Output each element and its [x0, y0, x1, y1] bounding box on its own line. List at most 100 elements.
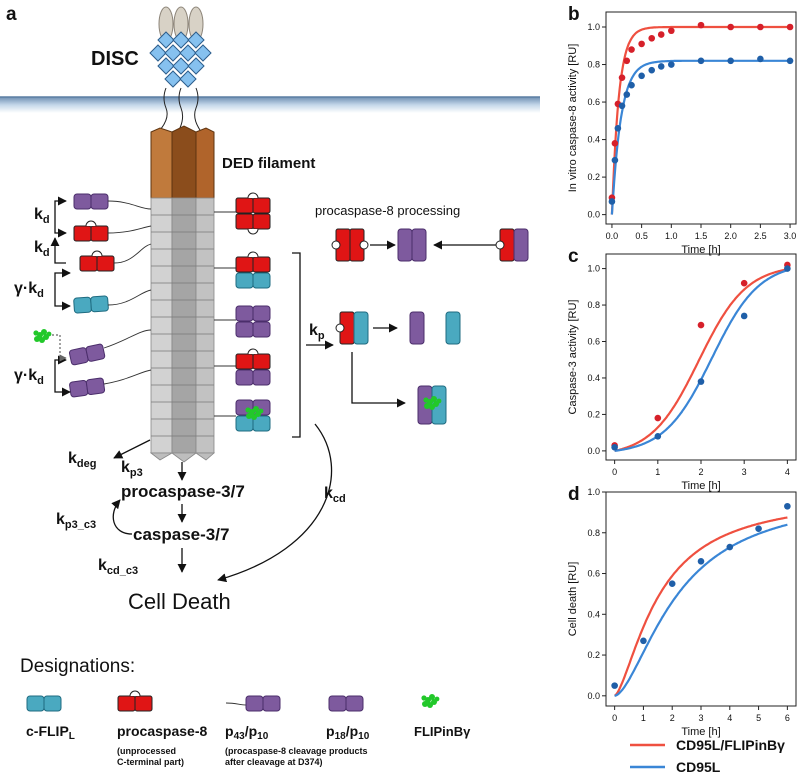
legend-red-label: CD95L/FLIPinBγ [676, 737, 785, 753]
x-tick-label: 1.0 [665, 231, 678, 241]
x-tick-label: 2 [670, 713, 675, 723]
data-point-blue [786, 57, 794, 65]
rate-kp3: kp3 [121, 459, 143, 479]
procaspase-p43-molecule [68, 343, 106, 366]
x-tick-label: 2.5 [754, 231, 767, 241]
x-axis-label: Time [h] [681, 480, 720, 492]
rate-kp3-c3: kp3_c3 [56, 511, 96, 531]
data-point-blue [757, 55, 764, 63]
data-point-blue [640, 637, 647, 645]
disc-label: DISC [91, 48, 139, 70]
fit-curve-blue [614, 523, 788, 697]
y-tick-label: 0.2 [587, 172, 600, 182]
designation-flipinb: FLIPinBγ [414, 724, 471, 739]
x-axis-label: Time [h] [681, 726, 720, 738]
x-tick-label: 2 [698, 467, 703, 477]
x-tick-label: 1 [655, 467, 660, 477]
y-tick-label: 0.4 [587, 609, 600, 619]
fit-curve-red [614, 516, 788, 697]
y-tick-label: 0.6 [587, 337, 600, 347]
y-tick-label: 1.0 [587, 22, 600, 32]
processing-split-products [409, 311, 461, 345]
cflip-molecule [73, 295, 110, 314]
y-tick-label: 0.2 [587, 409, 600, 419]
procaspase-8-molecule [79, 250, 115, 272]
flipinb-molecule [33, 329, 52, 343]
data-point-blue [608, 198, 616, 205]
ded-filament-body [149, 197, 216, 463]
x-tick-label: 4 [785, 467, 790, 477]
y-tick-label: 0.6 [587, 569, 600, 579]
legend-blue-label: CD95L [676, 759, 721, 775]
rate-kd-1: kd [34, 206, 50, 226]
rate-kcd-c3: kcd_c3 [98, 557, 138, 577]
processing-label: procaspase-8 processing [315, 203, 460, 218]
legend-procaspase8-icon [117, 690, 153, 712]
filament-bound-red-purple [235, 348, 271, 386]
legend-cflip-icon [26, 695, 62, 712]
data-point-blue [611, 682, 618, 689]
x-tick-label: 0 [612, 713, 617, 723]
data-point-blue [668, 580, 676, 588]
x-tick-label: 0.5 [635, 231, 648, 241]
y-axis-label: Caspase-3 activity [RU] [567, 300, 579, 415]
procaspase-8-molecule [73, 220, 109, 242]
rate-kdeg: kdeg [68, 450, 96, 470]
procaspase-p43-molecule [68, 377, 106, 398]
x-tick-label: 1.5 [695, 231, 708, 241]
y-axis-label: Cell death [RU] [567, 562, 579, 637]
ded-filament-top [150, 125, 215, 202]
panel-c-letter: c [568, 246, 579, 267]
y-tick-label: 0.0 [587, 446, 600, 456]
y-tick-label: 0.6 [587, 97, 600, 107]
data-point-blue [697, 557, 705, 565]
panel-d-letter: d [568, 484, 580, 505]
rate-kd-2: kd [34, 239, 50, 259]
fit-curve-blue [614, 269, 788, 452]
fit-curve-red [614, 268, 788, 452]
data-point-red [654, 414, 662, 422]
designation-procaspase8: procaspase-8 [117, 723, 207, 739]
data-point-red [786, 23, 794, 31]
designation-p43: p43/p10 [225, 723, 269, 742]
fit-curve-red [610, 25, 791, 215]
panel-a: a DISC [0, 4, 540, 767]
x-tick-label: 2.0 [724, 231, 737, 241]
data-point-blue [657, 63, 665, 70]
designation-p18: p18/p10 [326, 723, 370, 742]
y-tick-label: 0.8 [587, 300, 600, 310]
y-tick-label: 0.4 [587, 373, 600, 383]
y-tick-label: 0.0 [587, 210, 600, 220]
data-point-blue [623, 91, 631, 98]
panel-a-letter: a [6, 4, 17, 25]
data-point-blue [697, 57, 705, 65]
data-point-red [628, 46, 635, 53]
data-point-red [648, 34, 656, 42]
cell-membrane [0, 97, 540, 113]
x-tick-label: 3 [698, 713, 703, 723]
processing-red-blue [335, 311, 369, 345]
data-point-blue [614, 125, 622, 132]
x-tick-label: 0.0 [606, 231, 619, 241]
data-point-blue [784, 502, 791, 510]
x-tick-label: 6 [785, 713, 790, 723]
y-tick-label: 1.0 [587, 487, 600, 497]
y-tick-label: 0.0 [587, 691, 600, 701]
designation-procaspase8-note2: C-terminal part) [117, 757, 184, 767]
fit-curve-blue [610, 59, 791, 215]
x-tick-label: 4 [727, 713, 732, 723]
y-tick-label: 0.4 [587, 135, 600, 145]
designation-p43-note1: (procaspase-8 cleavage products [225, 746, 368, 756]
legend-p43-icon [245, 695, 281, 712]
x-tick-label: 0 [612, 467, 617, 477]
legend-flipinb-icon [421, 694, 440, 708]
processing-bracket [292, 252, 301, 438]
data-point-blue [638, 72, 645, 80]
x-tick-label: 1 [641, 713, 646, 723]
filament-bound-flipinb [235, 399, 271, 432]
data-point-red [618, 74, 626, 81]
data-point-red [757, 23, 764, 31]
data-point-blue [648, 66, 656, 74]
data-point-blue [668, 61, 675, 68]
